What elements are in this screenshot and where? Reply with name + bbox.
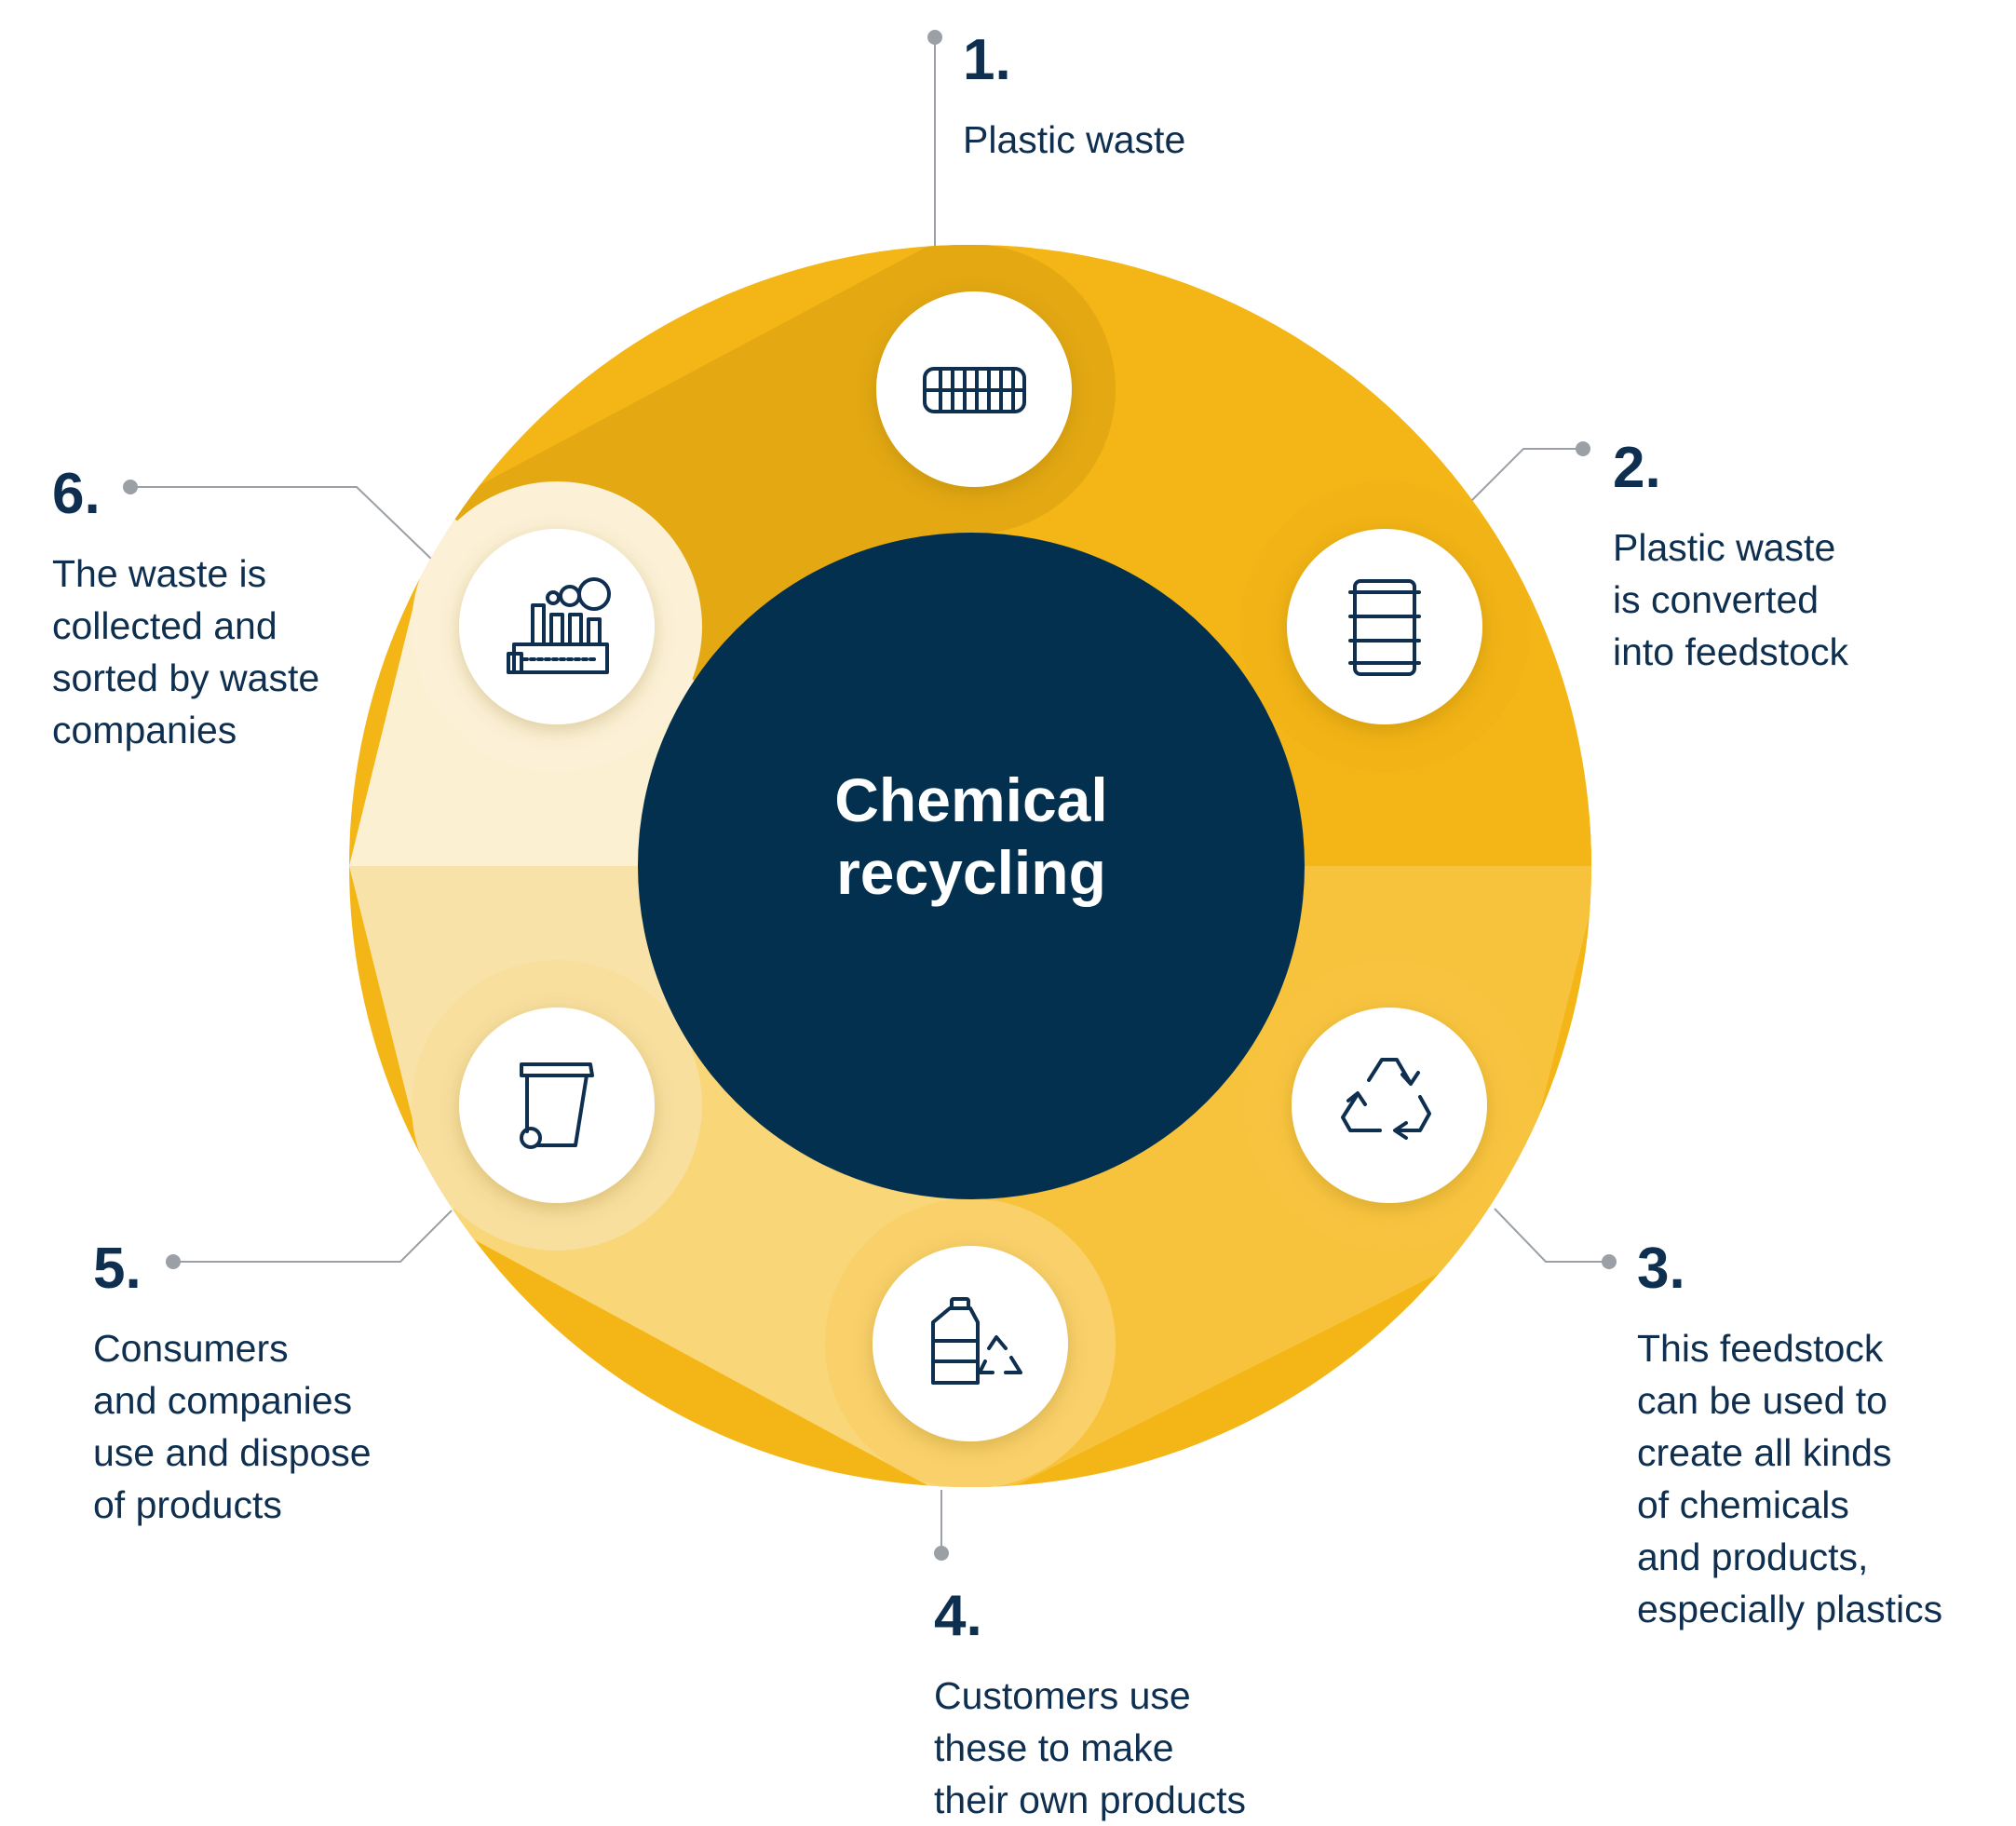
connectors — [130, 37, 1609, 1553]
step-1-text: Plastic waste — [963, 118, 1186, 161]
step-5: 5. Consumers and companies use and dispo… — [93, 1240, 372, 1531]
step-6-number: 6. — [52, 462, 101, 526]
step-3-number: 3. — [1637, 1237, 1685, 1301]
step-4-text: Customers use these to make their own pr… — [934, 1674, 1247, 1821]
connector-dot-4 — [934, 1546, 949, 1561]
step-2-text: Plastic waste is converted into feedstoc… — [1613, 526, 1848, 673]
icon-discs — [459, 291, 1487, 1441]
icon-disc-6 — [459, 529, 655, 724]
step-5-number: 5. — [93, 1237, 142, 1301]
bottles-recycle-icon — [931, 1297, 1022, 1385]
wheelie-bin-icon — [520, 1062, 594, 1149]
center-title: Chemical recycling — [834, 765, 1108, 907]
connector-2 — [1470, 448, 1583, 502]
step-1: 1. Plastic waste — [963, 32, 1185, 166]
connector-3 — [1494, 1208, 1609, 1263]
connector-dot-3 — [1602, 1254, 1617, 1269]
step-3: 3. This feedstock can be used to create … — [1637, 1240, 1942, 1635]
step-6-text: The waste is collected and sorted by was… — [52, 552, 320, 751]
connector-dots — [123, 30, 1617, 1561]
step-6: 6. The waste is collected and sorted by … — [52, 466, 319, 756]
connector-dot-5 — [166, 1254, 181, 1269]
step-4: 4. Customers use these to make their own… — [934, 1588, 1246, 1826]
step-3-text: This feedstock can be used to create all… — [1637, 1327, 1943, 1630]
center-circle — [638, 533, 1305, 1199]
icon-disc-4 — [873, 1246, 1068, 1441]
recycle-icon — [1341, 1058, 1431, 1140]
plastic-bale-icon — [923, 367, 1026, 413]
icon-disc-5 — [459, 1008, 655, 1203]
connector-5 — [173, 1210, 453, 1263]
connector-dot-1 — [927, 30, 942, 45]
connector-dot-6 — [123, 480, 138, 494]
step-2: 2. Plastic waste is converted into feeds… — [1613, 440, 1848, 678]
connector-dot-2 — [1576, 441, 1590, 456]
step-1-number: 1. — [963, 28, 1011, 92]
icon-disc-2 — [1287, 529, 1482, 724]
step-5-text: Consumers and companies use and dispose … — [93, 1327, 372, 1526]
icon-disc-3 — [1292, 1008, 1487, 1203]
step-2-number: 2. — [1613, 436, 1661, 500]
factory-icon — [507, 577, 611, 674]
oil-barrel-icon — [1348, 579, 1421, 676]
connector-6 — [130, 486, 434, 561]
step-4-number: 4. — [934, 1584, 982, 1648]
